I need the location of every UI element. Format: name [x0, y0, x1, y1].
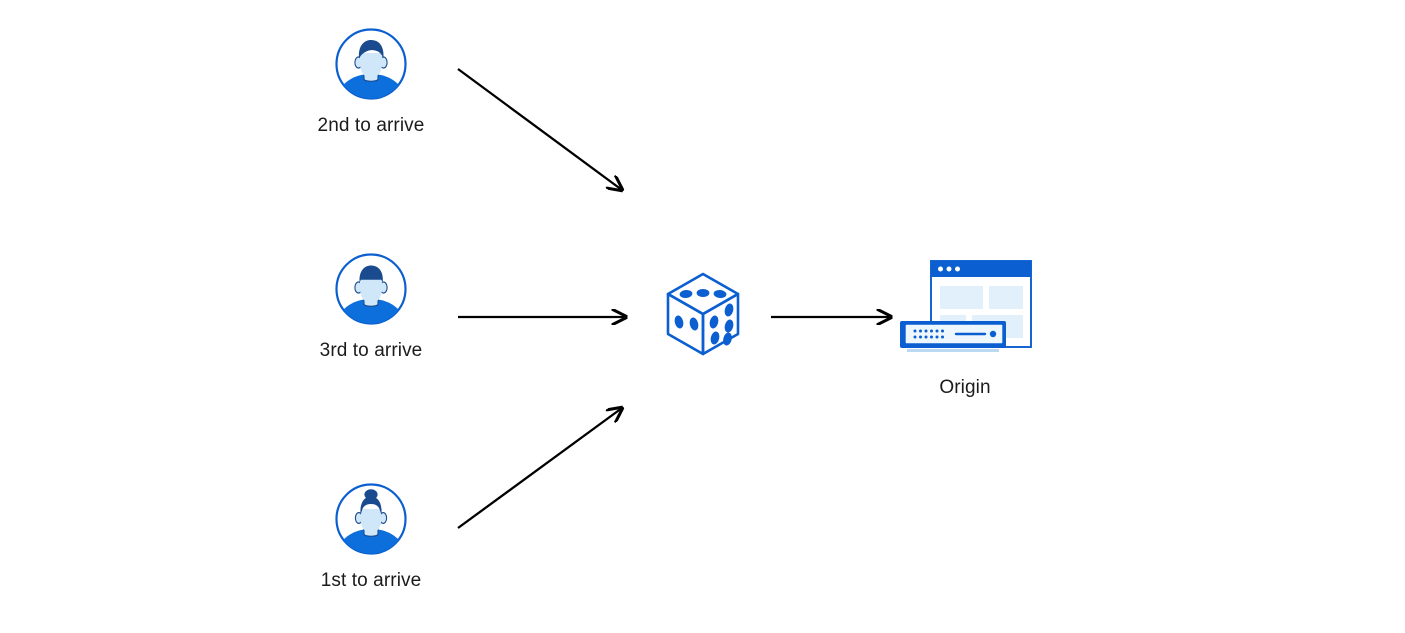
- client-node-2nd[interactable]: 2nd to arrive: [318, 27, 424, 136]
- origin-label: Origin: [939, 377, 991, 398]
- user-avatar-icon: [334, 252, 408, 326]
- client-node-1st[interactable]: 1st to arrive: [321, 482, 421, 591]
- client-label-1st: 1st to arrive: [320, 570, 422, 591]
- arrow-client1-to-balancer: [457, 68, 622, 190]
- client-label-3rd: 3rd to arrive: [319, 340, 423, 361]
- arrow-client3-to-balancer: [457, 408, 622, 529]
- user-avatar-icon: [334, 27, 408, 101]
- origin-server-icon: [895, 258, 1035, 368]
- server-device: [900, 321, 1006, 352]
- origin-node[interactable]: Origin: [895, 258, 1035, 398]
- user-avatar-icon: [334, 482, 408, 556]
- client-label-2nd: 2nd to arrive: [317, 115, 425, 136]
- client-node-3rd[interactable]: 3rd to arrive: [320, 252, 422, 361]
- dice-icon: [662, 268, 744, 365]
- load-balancer-node[interactable]: [662, 268, 744, 365]
